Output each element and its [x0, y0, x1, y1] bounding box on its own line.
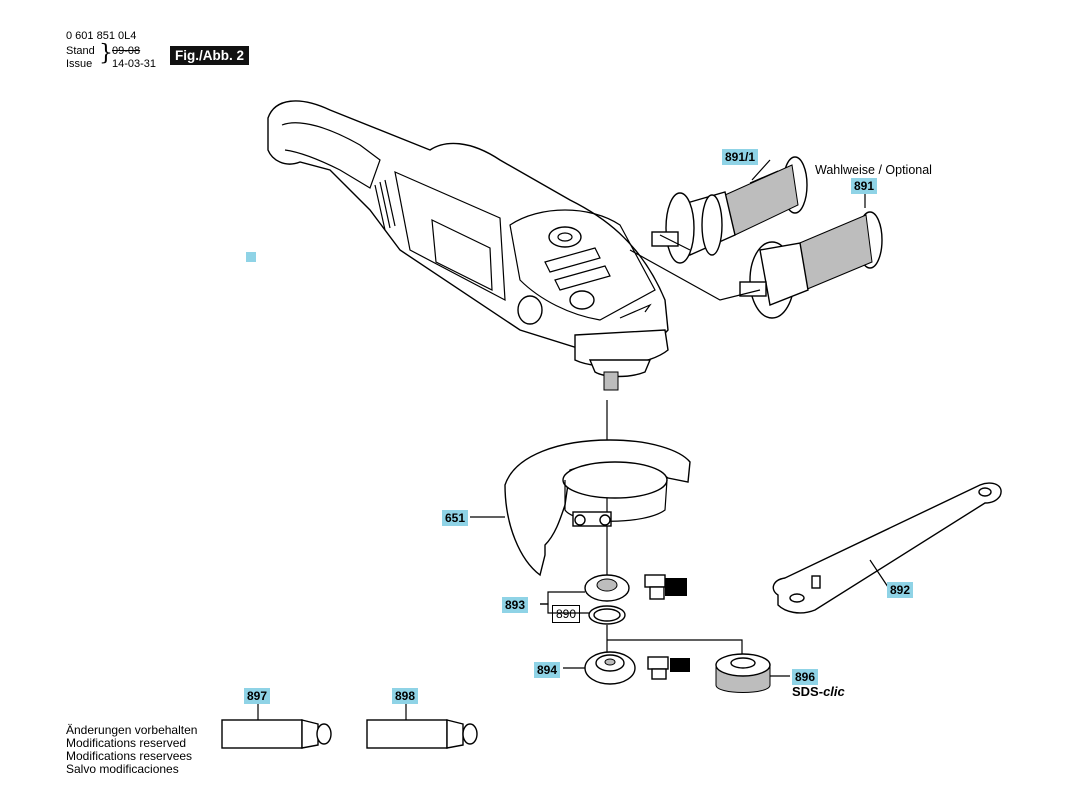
- side-handle-891: [739, 193, 883, 319]
- part-label-651[interactable]: 651: [442, 510, 469, 526]
- stand-date: 09-08: [112, 45, 141, 57]
- part-label-891[interactable]: 891: [851, 178, 878, 194]
- sds-text: SDS-: [792, 684, 824, 699]
- issue-label: Issue: [66, 58, 93, 70]
- part-label-894[interactable]: 894: [534, 662, 561, 678]
- sds-suffix: clic: [823, 684, 845, 699]
- angle-grinder-illustration: [267, 100, 669, 391]
- pin-spanner-892: [772, 482, 1002, 614]
- stand-label: Stand: [66, 45, 95, 57]
- header-brace: }: [99, 41, 113, 66]
- figure-label: Fig./Abb. 2: [170, 46, 249, 65]
- part-label-896[interactable]: 896: [792, 669, 819, 685]
- side-handle-891-1: [651, 156, 808, 264]
- part-label-893[interactable]: 893: [502, 597, 529, 613]
- disclaimer-line: Modifications reservees: [66, 749, 193, 763]
- sds-clic-nut-896: [715, 653, 790, 693]
- part-number: 0 601 851 0L4: [66, 30, 137, 42]
- wheel-guard-651: [504, 439, 691, 577]
- part-label-898[interactable]: 898: [392, 688, 419, 704]
- part-label-897[interactable]: 897: [244, 688, 271, 704]
- disclaimer-block: Änderungen vorbehalten Modifications res…: [66, 724, 197, 776]
- grease-tube-897: [221, 701, 332, 749]
- flange-position-diagram-2: [647, 656, 690, 680]
- marker-square: [246, 252, 256, 262]
- issue-date: 14-03-31: [112, 58, 157, 70]
- part-label-892[interactable]: 892: [887, 582, 914, 598]
- grease-tube-898: [366, 701, 478, 749]
- disclaimer-line: Modifications reserved: [66, 736, 187, 750]
- flange-position-diagram-1: [644, 574, 687, 600]
- mounting-flange-893: [584, 574, 630, 625]
- optional-label: Wahlweise / Optional: [815, 163, 932, 177]
- clamping-nut-894: [584, 651, 636, 685]
- part-label-891-1[interactable]: 891/1: [722, 149, 759, 165]
- part-label-890[interactable]: 890: [552, 605, 581, 623]
- sds-clic-label: SDS-clic: [792, 684, 845, 699]
- disclaimer-line: Änderungen vorbehalten: [66, 723, 198, 737]
- disclaimer-line: Salvo modificaciones: [66, 762, 179, 776]
